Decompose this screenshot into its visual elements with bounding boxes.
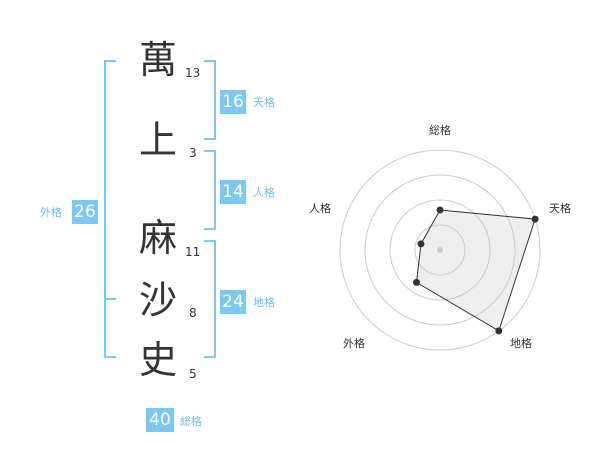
stroke-count-2: 3	[189, 146, 197, 160]
radar-ring-4	[339, 149, 541, 351]
radar-point-1	[436, 206, 444, 214]
gaikaku-label: 外格	[40, 206, 62, 219]
name-char-2: 上	[138, 118, 177, 162]
radar-point-2	[531, 215, 539, 223]
stroke-count-1: 13	[185, 66, 201, 80]
tenkaku-bracket	[204, 60, 216, 140]
radar-axis-label-chikaku: 地格	[510, 336, 532, 350]
radar-area	[415, 209, 536, 332]
name-char-4: 沙	[138, 278, 177, 322]
gaikaku-value: 26	[72, 200, 98, 224]
gaikaku-bracket	[104, 60, 116, 358]
radar-axis-label-soukaku: 総格	[429, 123, 451, 137]
soukaku-value: 40	[146, 408, 174, 432]
stroke-count-4: 8	[189, 306, 197, 320]
jinkaku-bracket	[204, 150, 216, 230]
radar-center	[437, 247, 443, 253]
chikaku-bracket	[204, 240, 216, 358]
radar-ring-2	[389, 199, 491, 301]
chikaku-value: 24	[220, 290, 246, 314]
radar-axis-label-gaikaku: 外格	[343, 336, 365, 350]
jinkaku-label: 人格	[253, 186, 275, 199]
radar-axis-label-jinkaku: 人格	[309, 201, 331, 215]
stroke-count-3: 11	[185, 245, 201, 259]
radar-point-4	[412, 278, 420, 286]
soukaku-label: 総格	[180, 415, 202, 428]
radar-ring-1	[414, 224, 466, 276]
tenkaku-value: 16	[220, 90, 246, 114]
tenkaku-label: 天格	[253, 96, 275, 109]
radar-axis-label-tenkaku: 天格	[549, 201, 571, 215]
name-char-1: 萬	[138, 38, 177, 82]
radar-ring-3	[364, 174, 516, 326]
radar-point-5	[417, 240, 425, 248]
stroke-count-5: 5	[189, 367, 197, 381]
name-char-5: 史	[138, 338, 177, 382]
radar-point-3	[495, 327, 503, 335]
gaikaku-bracket-divider	[104, 298, 116, 300]
chikaku-label: 地格	[253, 296, 275, 309]
name-char-3: 麻	[138, 216, 177, 260]
jinkaku-value: 14	[220, 180, 246, 204]
